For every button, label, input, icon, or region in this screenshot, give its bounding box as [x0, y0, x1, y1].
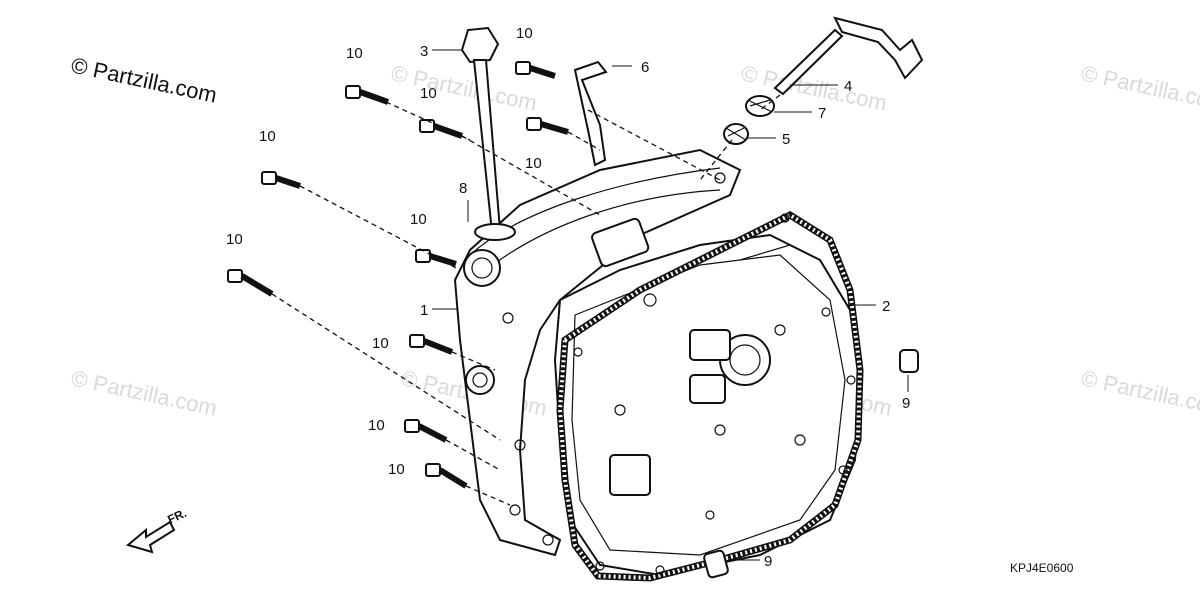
- bolt: [515, 61, 556, 79]
- watermark: © Partzilla.com: [69, 365, 219, 420]
- bolt: [419, 119, 464, 139]
- alignment-lines: [271, 94, 781, 506]
- callout-10: 10: [410, 211, 427, 228]
- callout-8: 8: [459, 180, 467, 197]
- callout-4: 4: [844, 78, 852, 95]
- callout-10: 10: [525, 155, 542, 172]
- front-direction-indicator: FR.: [125, 506, 189, 554]
- o-ring: [474, 223, 516, 241]
- callout-10: 10: [259, 128, 276, 145]
- dowel-pin: [703, 549, 729, 579]
- callout-1: 1: [420, 302, 428, 319]
- crankcase-cover: [453, 148, 742, 557]
- bolt: [409, 334, 454, 355]
- callout-10: 10: [388, 461, 405, 478]
- callout-3: 3: [420, 43, 428, 60]
- watermark: © Partzilla.com: [1079, 365, 1200, 420]
- bolt: [526, 117, 569, 135]
- callout-10: 10: [226, 231, 243, 248]
- front-label: FR.: [165, 506, 188, 527]
- spring-collar: [723, 123, 749, 145]
- bolt: [404, 419, 448, 443]
- return-spring: [745, 95, 775, 117]
- bolt: [227, 269, 274, 297]
- callout-9: 9: [764, 553, 772, 570]
- copyright-label: © Partzilla.com: [69, 52, 219, 107]
- callout-6: 6: [641, 59, 649, 76]
- callout-10: 10: [420, 85, 437, 102]
- callout-10: 10: [372, 335, 389, 352]
- callout-5: 5: [782, 131, 790, 148]
- leader-lines: [432, 49, 909, 561]
- gasket: [556, 210, 864, 582]
- callout-10: 10: [516, 25, 533, 42]
- watermark: © Partzilla.com: [1079, 60, 1200, 115]
- bolt: [261, 171, 301, 189]
- callout-10: 10: [368, 417, 385, 434]
- clutch-shaft: [773, 16, 924, 96]
- callout-2: 2: [882, 298, 890, 315]
- callout-9: 9: [902, 395, 910, 412]
- callout-7: 7: [818, 105, 826, 122]
- dowel-pin: [899, 349, 919, 373]
- bolt: [345, 85, 390, 105]
- front-arrow-icon: [125, 520, 176, 554]
- callout-10: 10: [346, 45, 363, 62]
- bolt: [425, 463, 468, 489]
- clutch-lever: [573, 60, 608, 167]
- diagram-reference-code: KPJ4E0600: [1010, 561, 1074, 575]
- callouts: 3 6 4 7 5 8 1 2 9 9 10 10 10 10 10 10 10…: [226, 25, 910, 570]
